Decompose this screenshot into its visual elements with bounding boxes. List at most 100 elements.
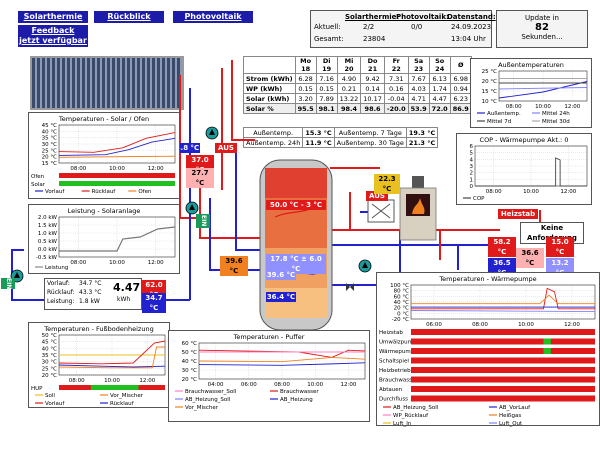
chart-ytick: 20 °C [394,306,409,312]
chart-xtick: 12:00 [564,322,580,328]
update-box: Update in 82 Sekunden... [496,10,588,48]
chart-ytick: 50 °C [42,333,57,339]
chart-xtick: 08:00 [69,378,85,384]
solar-collector-image [30,56,184,110]
chart-xtick: 08:00 [274,382,290,388]
chart-series-line [58,346,165,369]
chart-status-bar [411,357,595,364]
chart-legend-entry: Mittel 30d [542,119,570,125]
outside-temp-table: Außentemp. 15.3 °C Außentemp. 7 Tage 19.… [242,127,439,148]
status-ein-label: EIN [1,278,15,290]
leistung-value: 1.8 kW [79,298,100,305]
chart-legend-entry: AB_Heizung [280,397,313,403]
chart-ytick: 100 °C [390,283,409,289]
ofen-temp: 22.3 °C [374,174,400,194]
update-label: Update in [525,14,559,22]
chart-xtick: 08:00 [486,189,502,195]
status-pv-header: Photovoltaik: [396,13,449,21]
fb-ruecklauf-tag: 34.7 °C [142,293,166,313]
chart-ytick: 0 [470,184,474,190]
chart-legend-entry: Luft_In [393,421,412,427]
wp-temp-2: 15.0 °C [546,237,574,257]
chart-ytick: 30 °C [42,142,57,148]
chart-row-label: Wärmepumpe [379,349,418,355]
status-solar-total: 23804 [363,35,386,43]
chart-ytick: 0 °C [397,311,409,317]
chart-series-line [58,340,166,365]
stove-icon [399,176,437,241]
chart-series-line [411,287,595,310]
chart-legend-entry: Leistung [45,265,68,271]
chart-legend-entry: Brauchwasser [280,389,319,395]
chart-legend-entry: AB_Heizung_Soll [185,397,231,403]
chart-xtick: 12:00 [148,166,164,172]
chart-legend-entry: AB_Heizung_Soll [393,405,439,411]
leistung-label: Leistung: [47,298,75,305]
chart-ytick: 35 °C [42,353,57,359]
chart-ytick: 6 [470,144,474,150]
status-current-label: Aktuell: [314,23,341,31]
chart-ytick: 15 °C [482,89,497,95]
chart-row-label: Heizstab [379,330,403,336]
chart-ytick: 20 °C [182,377,197,383]
chart-xtick: 06:00 [241,382,257,388]
chart-plot-area [498,70,588,102]
chart-series-line [410,310,596,312]
chart-plot-area [58,124,176,164]
chart-legend-entry: Vorlauf [45,401,65,407]
chart-legend-entry: Mittel 7d [487,119,511,125]
solar-ruecklauf-temp: 27.7 °C [186,168,214,188]
chart-status-on [543,348,551,354]
chart-ytick: 5 [470,151,474,157]
chart-xtick: 12:00 [139,378,155,384]
status-date-header: Datenstand: [447,13,496,21]
tank-top-temp: 50.0 °C - 3 °C [266,200,326,210]
chart-status-bar [59,181,175,186]
chart-status-bar [411,348,595,354]
status-box: Aktuell: Gesamt: Solarthermie: Photovolt… [310,10,496,48]
chart-row-label: Heizbetrieb [379,368,411,374]
chart-legend-entry: Rücklauf [110,401,135,407]
status-solar-header: Solarthermie: [345,13,400,21]
chart-xtick: 12:00 [564,104,580,110]
chart-ytick: 20 °C [42,373,57,379]
chart-status-bar [59,173,175,178]
chart-series-line [58,137,176,156]
chart-xtick: 08:00 [506,104,522,110]
chart-legend-entry: Vor_Mischer [110,393,144,399]
nav-solarthermie[interactable]: Solarthermie [18,11,88,23]
update-unit: Sekunden... [521,33,563,41]
nav-photovoltaik[interactable]: Photovoltaik [173,11,253,23]
tank-middle-temp: 17.8 °C ± 6.0 °C [266,254,326,274]
chart-xtick: 06:00 [426,322,442,328]
chart-ytick: 80 °C [394,289,409,295]
update-countdown: 82 [535,22,549,33]
chart-row-label: Umwälzpumpe [379,340,420,346]
chart-ytick: 2 [470,171,474,177]
chart-row-label: Durchfluss [379,397,408,403]
chart-legend-entry: Heißgas [499,413,521,419]
pump-icon [185,201,199,215]
status-solar-current: 2/2 [363,23,375,31]
chart-ytick: 45 °C [42,340,57,346]
chart-ytick: 1 [470,177,474,183]
nav-rueckblick[interactable]: Rückblick [94,11,164,23]
chart-ytick: -20 °C [392,317,409,323]
ruecklauf-value: 43.3 °C [79,289,102,296]
chart-ytick: 35 °C [42,136,57,142]
chart-plot-area [410,284,596,320]
chart-ytick: 10 °C [482,99,497,105]
wp-temp-3: 36.6 °C [516,248,544,268]
chart-status-bar [411,338,595,345]
vorlauf-label: Vorlauf: [47,280,70,287]
chart-ytick: 0.0 kW [38,247,58,253]
chart-ytick: 40 °C [42,129,57,135]
chart-legend-entry: Luft_Out [499,421,523,427]
nav-feedback[interactable]: Feedback jetzt verfügbar [18,25,88,47]
